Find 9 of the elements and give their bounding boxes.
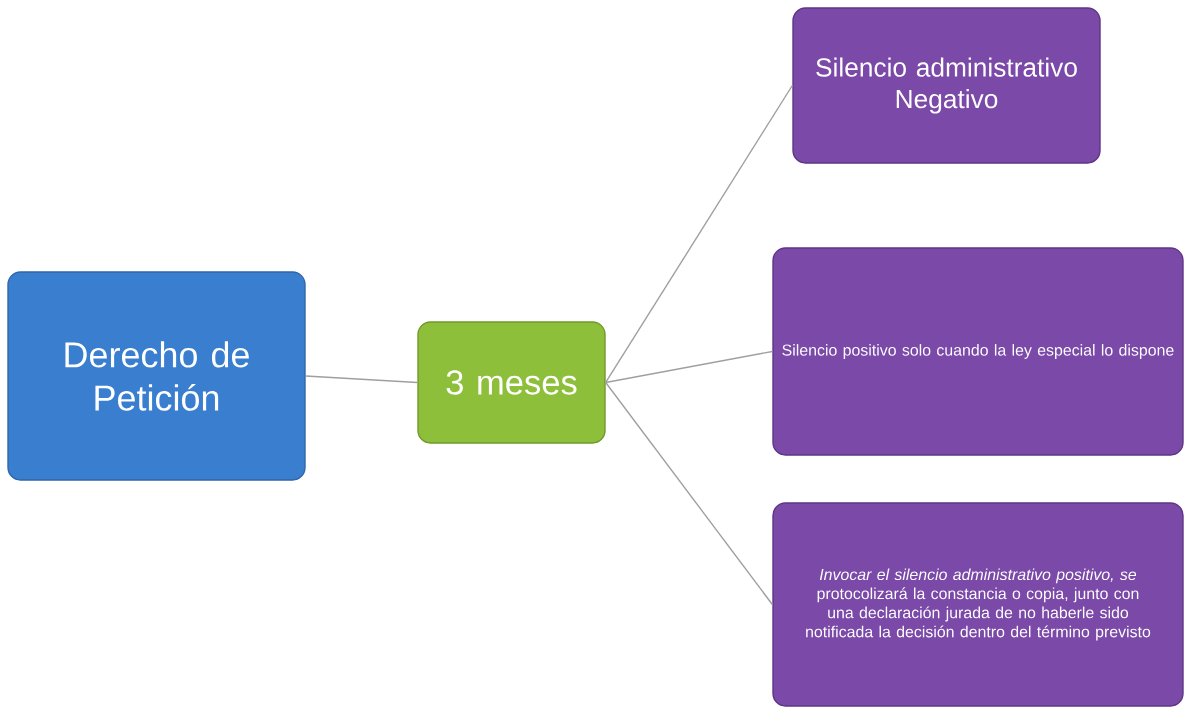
connector-line: [605, 350, 773, 384]
topic-box: Derecho de Petición: [7, 271, 306, 481]
connector-line: [605, 381, 773, 606]
period-box: 3 meses: [417, 321, 606, 444]
connector-line: [605, 84, 793, 384]
outcome-box: Silencio positivo solo cuando la ley especial lo dispone: [772, 247, 1184, 456]
outcome-box: Invocar el silencio administrativo positivo, se protocolizará la constancia o copia, junto con una declaración jurada de no haberle sido notificada la decisión dentro del término previsto: [772, 502, 1184, 707]
outcome-box: Silencio administrativo Negativo: [792, 7, 1101, 164]
connector-line: [305, 375, 418, 384]
